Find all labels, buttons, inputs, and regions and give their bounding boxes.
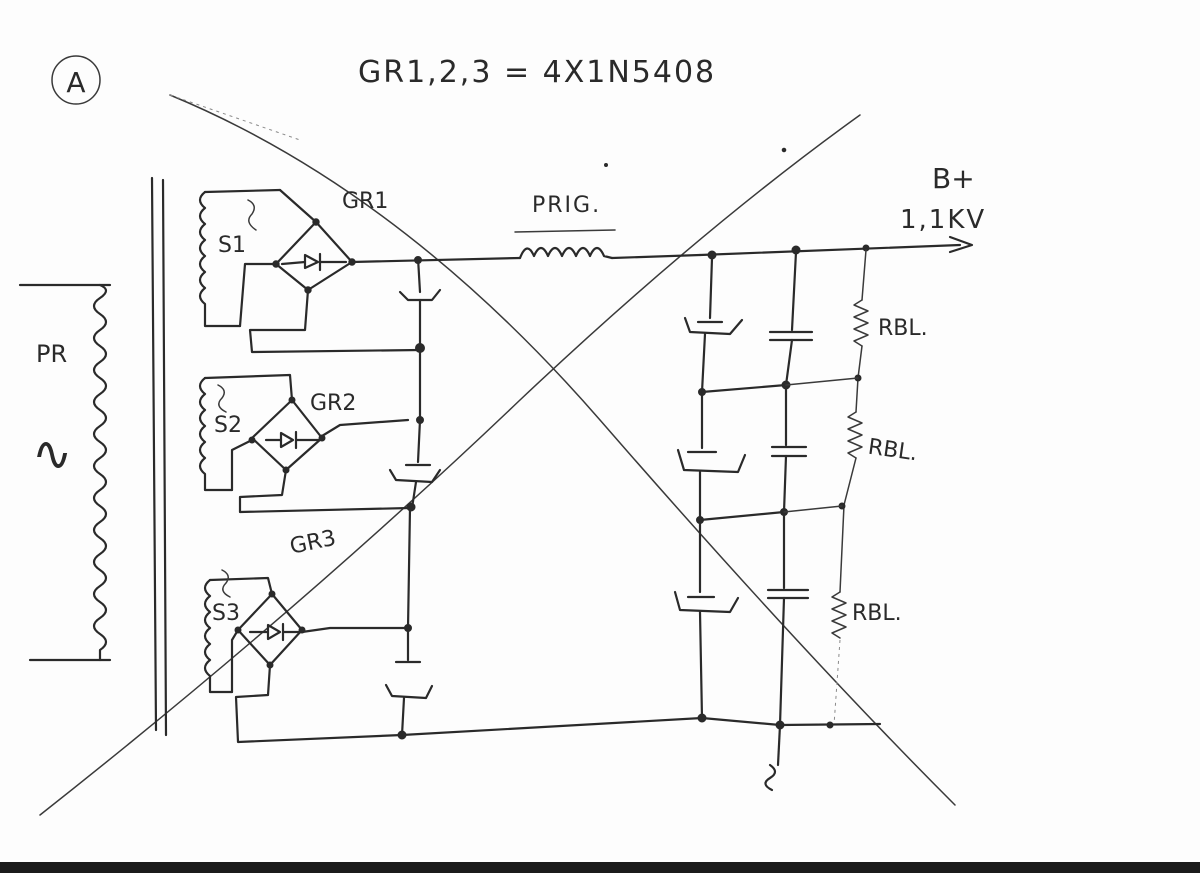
secondary-winding-s3 — [203, 569, 274, 694]
output-rail — [698, 235, 974, 260]
first-capacitor-stack — [350, 256, 522, 740]
primary-winding — [18, 283, 112, 662]
secondary-winding-s2 — [198, 373, 294, 492]
output-voltage-label-line1: B+ — [932, 162, 975, 195]
film-capacitor-stack — [766, 250, 814, 730]
rbl-label-2: RBL. — [866, 435, 919, 467]
cross-out-lines — [39, 94, 956, 816]
s2-label: S2 — [214, 413, 242, 438]
ac-symbol: ∿ — [32, 426, 72, 482]
choke-label: PRIG. — [532, 193, 601, 218]
electrolytic-capacitor-stack — [673, 256, 747, 723]
secondary-winding-s1 — [198, 188, 282, 328]
s1-label: S1 — [218, 233, 246, 258]
gr3-label: GR3 — [288, 526, 339, 560]
transformer-core — [150, 176, 168, 737]
cross-connections — [698, 377, 859, 522]
ground-rail — [400, 716, 882, 792]
bleeder-resistor-stack — [826, 249, 869, 729]
stray-ink-dot — [604, 163, 608, 167]
bridge-rectifier-gr3 — [230, 590, 410, 744]
filter-choke — [514, 229, 702, 260]
diode-spec-title: GR1,2,3 = 4X1N5408 — [358, 55, 716, 90]
gr1-label: GR1 — [342, 189, 388, 214]
bridge-rectifier-gr2 — [230, 396, 412, 514]
bridge-rectifier-gr1 — [238, 188, 422, 354]
stray-ink-dot — [781, 147, 787, 153]
output-voltage-label-line2: 1,1KV — [900, 205, 986, 235]
rbl-label-3: RBL. — [852, 601, 902, 626]
scan-bottom-edge — [0, 862, 1200, 873]
gr2-label: GR2 — [310, 391, 356, 416]
sheet-marker-letter: A — [66, 66, 85, 99]
primary-label: PR — [36, 340, 67, 368]
faint-guide-line — [169, 94, 301, 141]
rbl-label-1: RBL. — [878, 316, 928, 341]
s3-label: S3 — [212, 601, 240, 626]
sheet-marker: A — [51, 55, 101, 105]
